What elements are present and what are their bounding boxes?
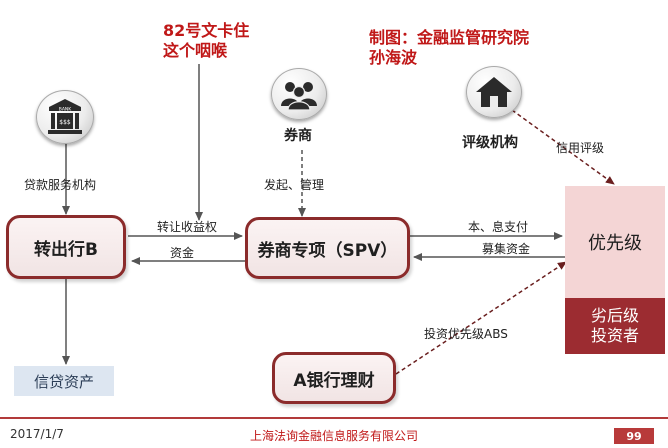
credit-assets-box: 信贷资产 xyxy=(14,366,114,396)
red-note: 82号文卡住 这个咽喉 xyxy=(163,21,249,61)
credit-assets-label: 信贷资产 xyxy=(33,372,94,391)
label-principal-interest: 本、息支付 xyxy=(468,220,529,234)
label-credit-rating: 信用评级 xyxy=(556,141,605,155)
red-note-line-2: 这个咽喉 xyxy=(163,41,228,60)
footer-divider xyxy=(0,417,668,419)
label-initiate-manage: 发起、管理 xyxy=(264,178,325,192)
label-transfer-income: 转让收益权 xyxy=(157,220,218,234)
junior-tranche: 劣后级 投资者 xyxy=(565,298,665,354)
red-note-line-1: 82号文卡住 xyxy=(163,21,250,40)
label-funds: 资金 xyxy=(170,246,195,260)
rating-agency-label: 评级机构 xyxy=(462,135,518,151)
label-invest-senior-abs: 投资优先级ABS xyxy=(424,327,508,341)
bank-a-label: A银行理财 xyxy=(293,370,375,391)
bank-icon-sign: $$$ xyxy=(59,119,71,126)
arrow-rating-to-senior xyxy=(511,109,615,185)
spv-label: 券商专项（SPV） xyxy=(257,240,398,261)
transferor-label: 转出行B xyxy=(34,239,98,260)
bank-a-box: A银行理财 xyxy=(272,352,396,404)
label-loan-servicer: 贷款服务机构 xyxy=(24,178,97,192)
credit-note: 制图：金融监管研究院 孙海波 xyxy=(369,28,529,68)
senior-tranche: 优先级 xyxy=(565,186,665,298)
junior-label-1: 劣后级 xyxy=(590,306,639,325)
credit-line-1: 制图：金融监管研究院 xyxy=(369,28,530,47)
page-number: 99 xyxy=(614,428,654,444)
broker-label: 券商 xyxy=(284,128,312,144)
footer-company: 上海法询金融信息服务有限公司 xyxy=(250,429,419,443)
spv-box: 券商专项（SPV） xyxy=(245,217,410,279)
arrow-banka-to-senior xyxy=(395,261,567,375)
bank-icon-text: BANK xyxy=(59,107,73,113)
transferor-box: 转出行B xyxy=(6,215,126,279)
junior-label-2: 投资者 xyxy=(590,326,639,345)
senior-label: 优先级 xyxy=(588,233,642,254)
broker-icon xyxy=(271,68,327,120)
footer-date: 2017/1/7 xyxy=(10,427,64,441)
label-raise-funds: 募集资金 xyxy=(482,242,531,256)
bank-icon: BANK $$$ xyxy=(36,90,94,144)
house-icon xyxy=(466,66,522,118)
credit-line-2: 孙海波 xyxy=(369,48,418,67)
